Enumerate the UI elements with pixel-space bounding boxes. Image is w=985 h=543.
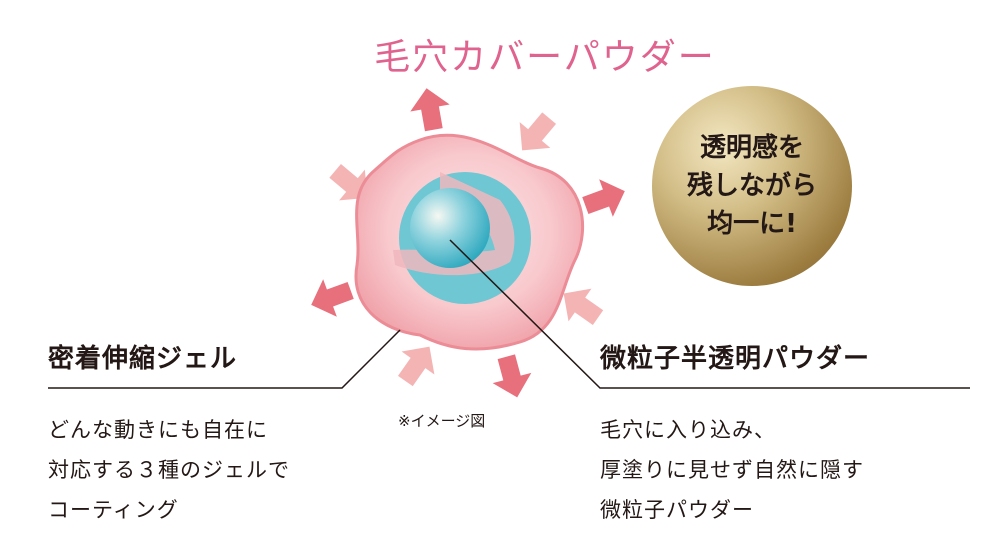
text-line: 毛穴に入り込み、: [600, 418, 776, 442]
right-description: 毛穴に入り込み、 厚塗りに見せず自然に隠す 微粒子パウダー: [600, 410, 864, 530]
image-note: ※イメージ図: [398, 412, 486, 430]
arrow-in-left: [329, 163, 368, 201]
arrow-up: [410, 88, 450, 132]
badge-line: 透明感を: [699, 133, 804, 163]
powder-particle: [410, 188, 490, 268]
text-line: どんな動きにも自在に: [48, 418, 268, 442]
left-description: どんな動きにも自在に 対応する３種のジェルで コーティング: [48, 410, 290, 530]
badge-line: 残しながら: [686, 171, 817, 201]
arrow-in-right: [563, 288, 604, 325]
arrow-in-bottom: [398, 346, 435, 387]
leader-right: [449, 239, 970, 389]
text-line: 対応する３種のジェルで: [48, 458, 290, 482]
arrow-right: [582, 179, 625, 217]
arrows-outward: [311, 88, 625, 398]
arrow-left: [311, 279, 354, 317]
arrows-inward: [329, 112, 604, 387]
arrow-down: [492, 354, 532, 398]
gel-ribbon: [393, 172, 515, 276]
text-line: 厚塗りに見せず自然に隠す: [600, 458, 864, 482]
leader-lines: [48, 239, 970, 389]
page-title: 毛穴カバーパウダー: [374, 37, 716, 78]
text-line: コーティング: [48, 498, 179, 522]
left-heading: 密着伸縮ジェル: [48, 344, 238, 374]
leader-left: [48, 329, 401, 389]
badge-gold-circle: 透明感を 残しながら 均一に!: [652, 86, 852, 286]
text-line: 微粒子パウダー: [600, 498, 754, 522]
badge-line: 均一に!: [707, 209, 797, 239]
right-heading: 微粒子半透明パウダー: [600, 344, 871, 374]
arrow-in-top-right: [519, 112, 557, 151]
